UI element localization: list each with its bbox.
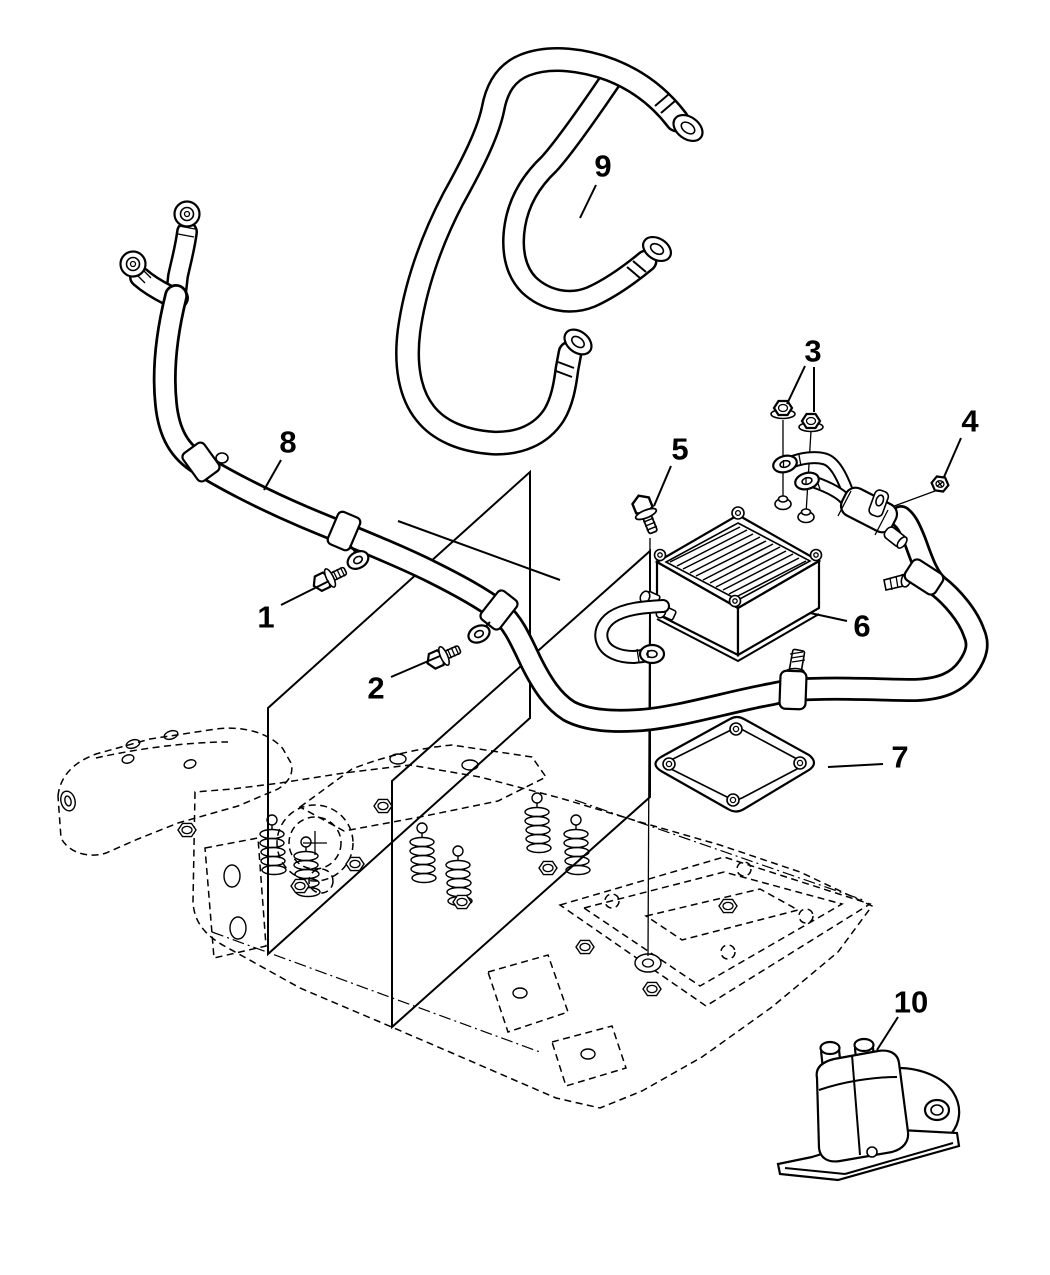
- bore-opening: [276, 804, 354, 894]
- ground-bolt-boss: [634, 953, 662, 973]
- leader-line: [390, 655, 441, 678]
- callout-number: 6: [853, 609, 870, 644]
- fasteners: [312, 399, 950, 670]
- ground-strap: [594, 599, 670, 665]
- leader-line: [876, 1016, 899, 1051]
- construction-line: [397, 520, 561, 581]
- manifold-deck: [558, 856, 872, 1007]
- flange-bolt-1: [312, 566, 348, 593]
- heater-feed-battery-cable: [119, 200, 989, 733]
- callout-7: 7: [827, 740, 909, 775]
- callout-1: 1: [257, 580, 330, 635]
- element-ear-holes: [653, 506, 823, 608]
- section-planes: [267, 469, 651, 1030]
- callouts: 1 2 3 4 5 6 7 8: [257, 149, 979, 1051]
- section-plane-a: [267, 469, 531, 957]
- terminal-nut-a: [770, 399, 796, 420]
- terminal-nut-b: [798, 412, 824, 433]
- hex-bolt: [538, 860, 558, 876]
- callout-number: 9: [594, 149, 611, 184]
- callout-5: 5: [653, 432, 689, 507]
- callout-number: 7: [891, 740, 908, 775]
- valve-spring: [409, 822, 437, 884]
- ground-strap-bolt-5: [631, 494, 658, 535]
- callout-number: 5: [671, 432, 688, 467]
- hex-bolt: [345, 856, 365, 872]
- leader-line: [263, 459, 282, 491]
- cable-clamp-2: [326, 510, 370, 570]
- leader-line: [943, 437, 962, 478]
- hex-bolt: [575, 939, 595, 955]
- hex-bolt: [177, 822, 197, 838]
- crimp-stub: [883, 526, 908, 549]
- solenoid-collar: [818, 1076, 898, 1091]
- leader-line: [280, 580, 330, 606]
- hex-bolt: [373, 798, 393, 814]
- head-centerline-1: [211, 931, 541, 1053]
- callout-6: 6: [809, 609, 871, 644]
- side-bracket: [204, 837, 267, 959]
- head-bolts: [177, 798, 738, 997]
- callout-number: 8: [279, 425, 296, 460]
- mounting-arm-holes: [60, 729, 197, 812]
- hex-bolt: [718, 898, 738, 914]
- gasket-bolt-holes: [662, 722, 807, 807]
- hex-bolt: [452, 894, 472, 910]
- cable-clamp-1: [181, 441, 229, 483]
- valve-spring: [293, 836, 321, 898]
- callout-9: 9: [579, 149, 612, 219]
- cable-stud-clamp-bottom: [778, 648, 808, 711]
- callout-number: 2: [367, 671, 384, 706]
- cable-crimp-junction: [837, 486, 908, 549]
- callout-number: 10: [894, 985, 928, 1020]
- callout-4: 4: [943, 404, 979, 478]
- valve-springs: [259, 792, 591, 907]
- hex-bolt: [642, 981, 662, 997]
- rocker-pedestal: [298, 744, 548, 832]
- solenoid-body: [815, 1049, 910, 1163]
- intake-heater-element: [639, 495, 823, 663]
- element-terminal-bosses: [774, 495, 815, 524]
- heater-relay-solenoid: [776, 1037, 961, 1182]
- element-fins: [669, 526, 807, 598]
- callout-2: 2: [367, 655, 441, 706]
- callout-number: 4: [961, 404, 979, 439]
- leader-line: [579, 184, 597, 219]
- intake-heater-gasket: [654, 715, 816, 813]
- callout-3: 3: [786, 334, 822, 412]
- cable-nut-4: [930, 475, 950, 493]
- valve-spring: [259, 814, 287, 876]
- mounting-arm: [57, 727, 293, 856]
- battery-jumper-cable: [395, 47, 704, 456]
- jumper-ring-terminals: [563, 113, 704, 356]
- leader-line: [809, 612, 848, 622]
- terminal-tab: [868, 489, 890, 518]
- head-feet: [487, 954, 627, 1087]
- callout-number: 1: [257, 600, 274, 635]
- leader-line: [827, 763, 884, 768]
- element-base-flange: [656, 613, 820, 663]
- engine-cylinder-head: [57, 727, 874, 1109]
- mounting-arm-edge: [95, 741, 229, 759]
- head-centerline-2: [574, 799, 867, 902]
- leader-line: [653, 465, 672, 507]
- cable-stud-clamp-right: [883, 558, 945, 596]
- valve-spring: [563, 814, 591, 876]
- callout-10: 10: [876, 985, 928, 1051]
- callout-8: 8: [263, 425, 297, 491]
- callout-number: 3: [804, 334, 821, 369]
- hex-bolt: [290, 878, 310, 894]
- jumper-sleeves: [555, 93, 676, 378]
- flange-bolt-2: [426, 645, 462, 670]
- cable-clamp-3: [467, 589, 519, 644]
- section-plane-b: [391, 548, 651, 1030]
- head-outline: [192, 764, 874, 1109]
- valve-spring: [524, 792, 552, 854]
- leader-line: [786, 365, 806, 405]
- cable-ring-terminals: [119, 200, 201, 284]
